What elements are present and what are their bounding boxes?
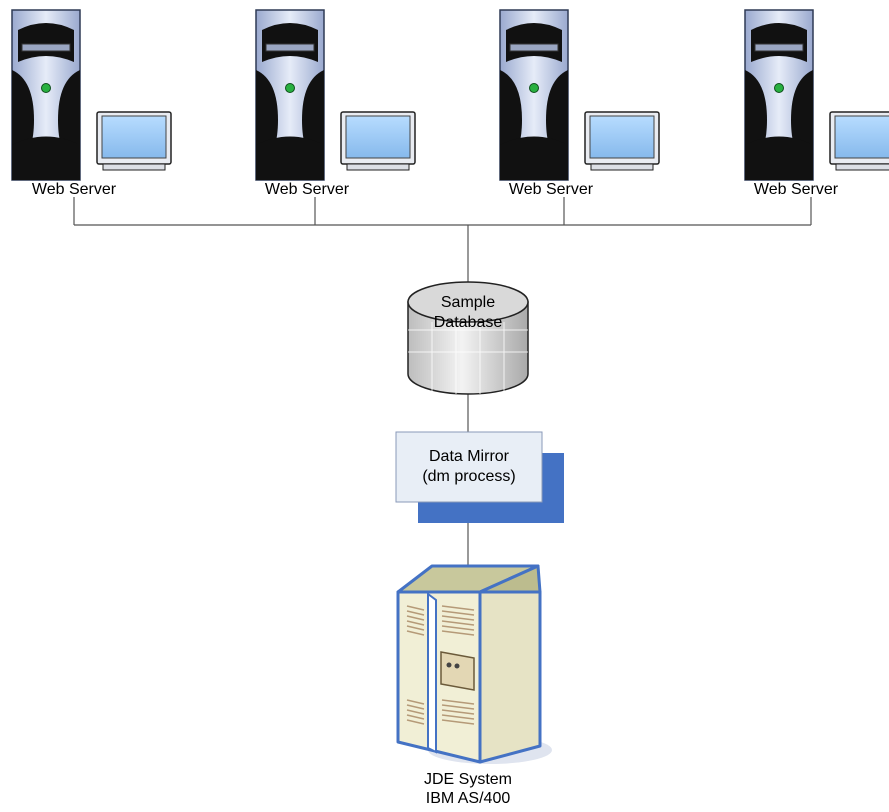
web-server-4	[744, 9, 889, 181]
server-tower-icon	[255, 9, 325, 181]
network-bus	[73, 197, 812, 565]
data-mirror-label-line2: (dm process)	[422, 468, 516, 485]
data-mirror-label: Data Mirror (dm process)	[396, 447, 542, 487]
web-server-label: Web Server	[508, 181, 594, 198]
mainframe-label-line2: IBM AS/400	[425, 790, 511, 807]
database-label: Sample Database	[408, 293, 528, 333]
server-tower-icon	[744, 9, 814, 181]
web-server-2	[255, 9, 416, 181]
web-server-label: Web Server	[31, 181, 117, 198]
server-tower-icon	[499, 9, 569, 181]
web-server-3	[499, 9, 660, 181]
monitor-icon	[829, 111, 889, 171]
web-server-label: Web Server	[753, 181, 839, 198]
web-server-1	[11, 9, 172, 181]
mainframe-icon	[396, 564, 552, 764]
data-mirror-label-line1: Data Mirror	[428, 448, 509, 465]
data-mirror-box	[395, 431, 564, 523]
mainframe-label: JDE System IBM AS/400	[388, 770, 548, 808]
monitor-icon	[340, 111, 416, 171]
mainframe-label-line1: JDE System	[423, 771, 512, 788]
monitor-icon	[584, 111, 660, 171]
database-label-line2: Database	[433, 314, 503, 331]
web-server-label: Web Server	[264, 181, 350, 198]
database-label-line1: Sample	[440, 294, 496, 311]
server-tower-icon	[11, 9, 81, 181]
monitor-icon	[96, 111, 172, 171]
database-cylinder-icon	[407, 281, 529, 395]
